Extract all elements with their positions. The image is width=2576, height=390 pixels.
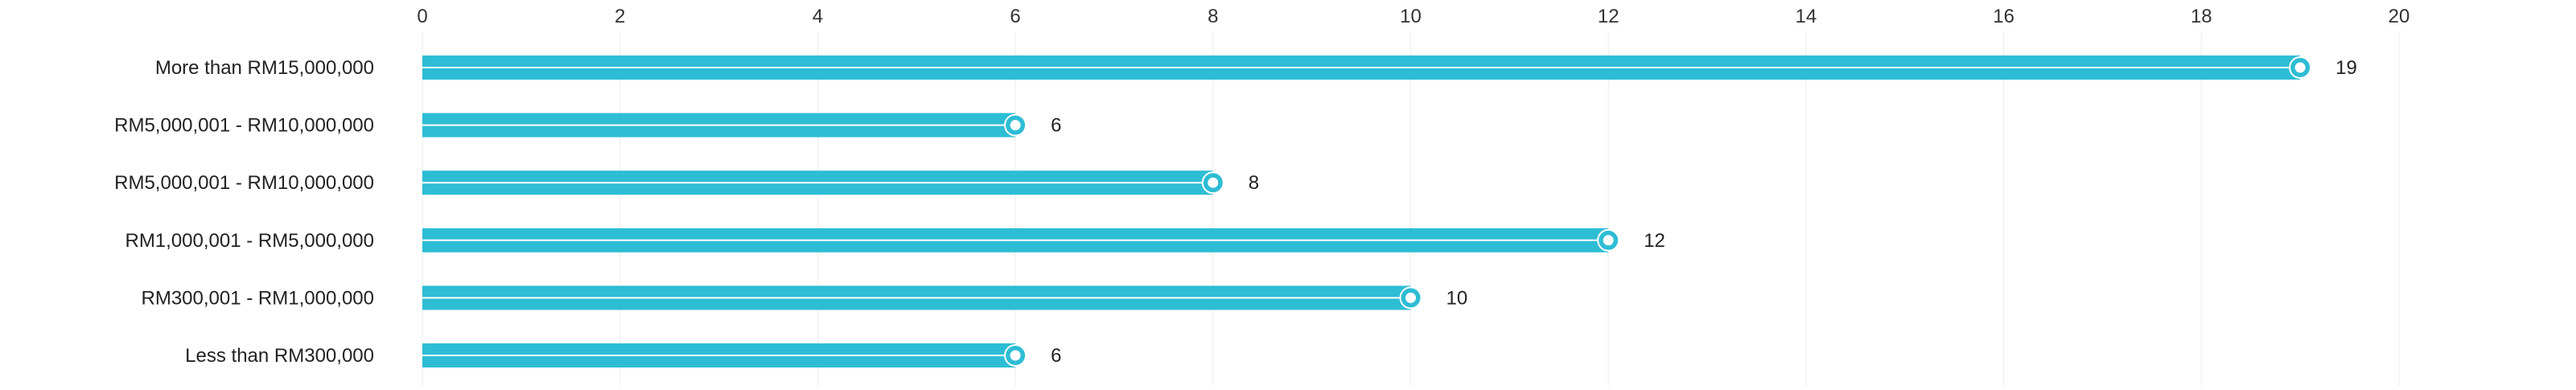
category-label: Less than RM300,000 (185, 345, 374, 367)
bar-end-marker-center (1208, 177, 1219, 188)
category-label: RM5,000,001 - RM10,000,000 (114, 172, 374, 194)
bar-end-marker-center (1010, 350, 1021, 361)
data-label: 12 (1644, 230, 1665, 252)
x-tick-label: 0 (417, 6, 427, 27)
category-label: RM300,001 - RM1,000,000 (142, 287, 375, 309)
data-labels: 19 6 8 12 10 6 (1051, 57, 2357, 367)
data-label: 6 (1051, 115, 1061, 137)
data-label: 19 (2335, 57, 2357, 79)
category-label: More than RM15,000,000 (155, 57, 374, 79)
bar-end-marker-center (2294, 62, 2306, 73)
x-tick-label: 6 (1010, 6, 1020, 27)
gridlines (422, 32, 2400, 386)
data-label: 8 (1249, 172, 1259, 194)
x-tick-label: 12 (1598, 6, 1619, 27)
data-label: 10 (1446, 287, 1468, 309)
bar-series (422, 55, 2312, 367)
category-label: RM1,000,001 - RM5,000,000 (125, 230, 374, 252)
x-tick-label: 10 (1400, 6, 1422, 27)
x-tick-label: 8 (1208, 6, 1218, 27)
x-tick-label: 20 (2389, 6, 2410, 27)
data-label: 6 (1051, 345, 1061, 367)
category-label: RM5,000,001 - RM10,000,000 (114, 115, 374, 137)
x-axis-ticks: 0 2 4 6 8 10 12 14 16 18 20 (417, 6, 2409, 27)
x-tick-label: 4 (813, 6, 823, 27)
bar-end-marker-center (1405, 292, 1416, 303)
x-tick-label: 14 (1796, 6, 1817, 27)
bar-end-marker-center (1603, 235, 1614, 246)
x-tick-label: 16 (1993, 6, 2014, 27)
x-tick-label: 2 (615, 6, 625, 27)
x-tick-label: 18 (2191, 6, 2212, 27)
bar-end-marker-center (1010, 120, 1021, 131)
